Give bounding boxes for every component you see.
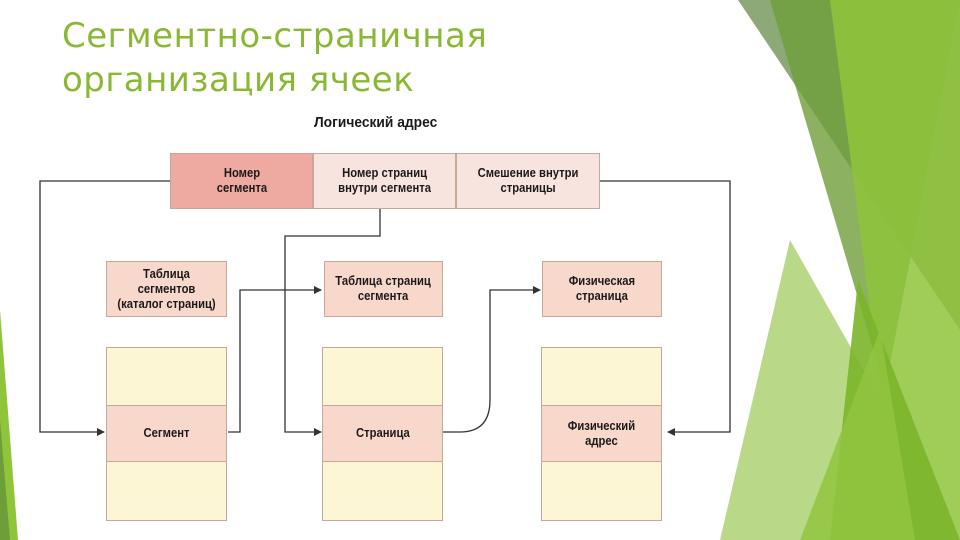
slide-title-line-2: организация ячеек bbox=[62, 60, 415, 100]
arrow-offset-to-physical-address bbox=[600, 180, 731, 436]
deco-triangle-light bbox=[830, 0, 960, 540]
field-page-number: Номер страниц внутри сегмента bbox=[313, 153, 456, 209]
arrow-page-number-to-page bbox=[284, 209, 381, 436]
page-cell-label: Страница bbox=[355, 426, 410, 440]
physical-address-cell: Физический адрес bbox=[541, 405, 662, 462]
field-segment-number: Номер сегмента bbox=[170, 153, 313, 209]
logical-address-heading: Логический адрес bbox=[314, 114, 438, 131]
page-table-box: Таблица страниц сегмента bbox=[324, 261, 443, 317]
field-page-offset-label: Смешение внутри страницы bbox=[477, 166, 579, 195]
page-table-label: Таблица страниц сегмента bbox=[335, 274, 432, 303]
deco-triangle-left-2 bbox=[0, 420, 10, 540]
field-page-number-label: Номер страниц внутри сегмента bbox=[338, 166, 431, 195]
segment-table-box: Таблица сегментов (каталог страниц) bbox=[106, 261, 227, 317]
page-cell: Страница bbox=[322, 405, 443, 462]
physical-address-cell-label: Физический адрес bbox=[567, 418, 636, 448]
slide-title-line-1: Сегментно-страничная bbox=[62, 16, 488, 56]
deco-triangle-mid bbox=[800, 330, 915, 540]
arrow-segment-to-page-table bbox=[228, 286, 322, 433]
segment-cell: Сегмент bbox=[106, 405, 227, 462]
arrow-page-to-physical-page bbox=[443, 286, 541, 433]
field-page-offset: Смешение внутри страницы bbox=[456, 153, 600, 209]
field-segment-number-label: Номер сегмента bbox=[216, 166, 267, 195]
arrow-segment-number-to-segment bbox=[39, 180, 170, 436]
segment-table-label: Таблица сегментов (каталог страниц) bbox=[117, 266, 216, 311]
segment-cell-label: Сегмент bbox=[143, 426, 190, 440]
physical-page-label: Физическая страница bbox=[568, 274, 636, 303]
slide-title: Сегментно-страничная организация ячеек bbox=[62, 14, 622, 102]
physical-page-box: Физическая страница bbox=[542, 261, 662, 317]
